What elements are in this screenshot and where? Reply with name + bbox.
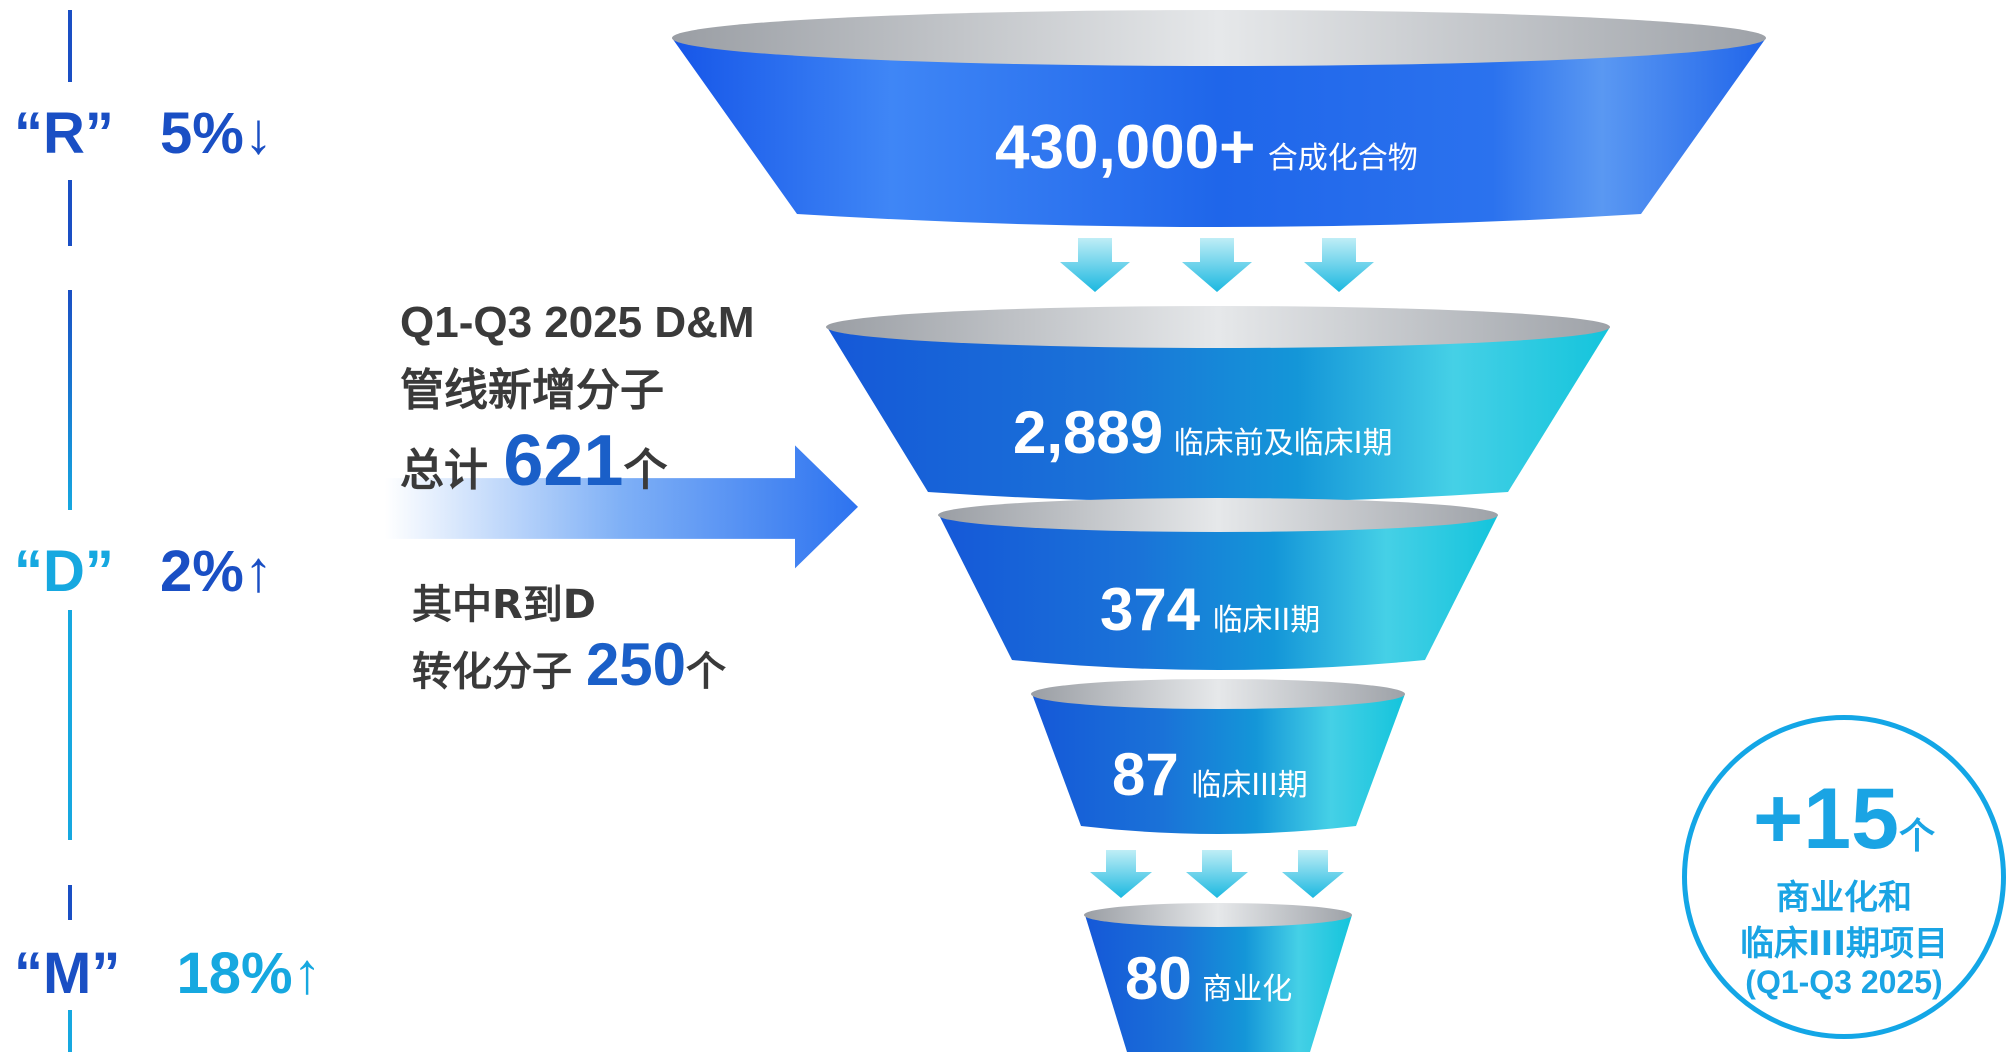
stage-d-letter: “D” [14, 539, 114, 604]
funnel-value-1: 430,000+ [995, 113, 1256, 182]
stage-line-r-top [68, 10, 72, 82]
stage-line-m-bottom [68, 1010, 72, 1052]
stage-m-letter: “M” [14, 941, 121, 1006]
badge-unit: 个 [1898, 816, 1935, 857]
down-arrows-bottom [1090, 850, 1344, 898]
badge-line3: (Q1-Q3 2025) [1745, 964, 1943, 1000]
pipeline-total-unit: 个 [623, 445, 668, 496]
stage-line-r-bottom [68, 180, 72, 246]
funnel-value-2: 2,889 [1013, 399, 1164, 466]
pipeline-arrow [385, 445, 858, 569]
pipeline-total-value: 621 [503, 421, 624, 501]
funnel-desc-2: 临床前及临床I期 [1173, 426, 1393, 461]
stage-line-m-top [68, 885, 72, 920]
stage-line-d-bottom [68, 610, 72, 840]
stage-r-letter: “R” [14, 101, 114, 166]
stage-m-value: 18%↑ [176, 941, 322, 1006]
pipeline-sub-prefix: 转化分子 [412, 649, 572, 695]
stage-d-value: 2%↑ [160, 539, 273, 604]
down-arrows-top [1060, 238, 1374, 292]
funnel-value-3: 374 [1100, 576, 1201, 643]
funnel-segment-4 [1031, 679, 1405, 834]
funnel-label-1: 430,000+ 合成化合物 [995, 112, 1418, 183]
stage-r: “R” 5%↓ [14, 100, 273, 167]
badge-line1: 商业化和 [1776, 878, 1912, 918]
stage-m: “M” 18%↑ [14, 940, 322, 1007]
pipeline-sub-line1: 其中R到D [412, 582, 597, 628]
funnel-segment-2 [826, 306, 1610, 502]
milestone-badge: +15个 商业化和 临床III期项目 (Q1-Q3 2025) [1682, 715, 2006, 1039]
funnel-desc-4: 临床III期 [1191, 768, 1308, 803]
funnel-label-4: 87 临床III期 [1112, 740, 1308, 809]
pipeline-sub-value: 250 [585, 631, 687, 698]
funnel-value-5: 80 [1125, 945, 1192, 1012]
funnel-segment-1 [672, 10, 1766, 227]
funnel-desc-3: 临床II期 [1212, 603, 1321, 638]
pipeline-subtitle: 管线新增分子 [400, 365, 664, 416]
pipeline-total-prefix: 总计 [400, 445, 488, 496]
pipeline-title: Q1-Q3 2025 D&M [400, 298, 755, 347]
stage-r-value: 5%↓ [160, 101, 273, 166]
funnel-segment-3 [938, 498, 1498, 670]
stage-d: “D” 2%↑ [14, 538, 273, 605]
badge-value-row: +15个 [1687, 770, 2001, 869]
funnel-desc-5: 商业化 [1202, 972, 1293, 1007]
funnel-value-4: 87 [1112, 741, 1179, 808]
pipeline-total: 总计 621个 [400, 420, 667, 502]
badge-value: +15 [1753, 771, 1899, 867]
funnel-segment-5 [1084, 903, 1352, 1052]
pipeline-sub-unit: 个 [686, 649, 727, 695]
funnel-label-2: 2,889 临床前及临床I期 [1013, 398, 1392, 467]
funnel-desc-1: 合成化合物 [1267, 141, 1418, 176]
stage-line-d-top [68, 290, 72, 510]
pipeline-sub: 转化分子 250个 [412, 630, 726, 699]
funnel-label-5: 80 商业化 [1125, 944, 1292, 1013]
badge-line2: 临床III期项目 [1740, 924, 1948, 964]
funnel-label-3: 374 临床II期 [1100, 575, 1320, 644]
